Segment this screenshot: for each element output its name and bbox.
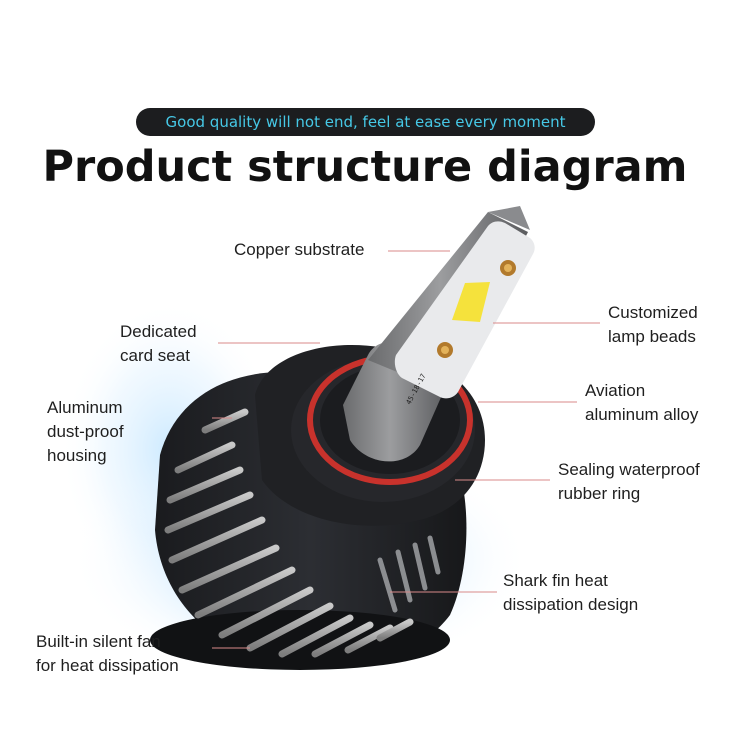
label-silent-fan: Built-in silent fan for heat dissipation — [36, 632, 179, 675]
label-fin-design: Shark fin heat dissipation design — [503, 571, 639, 614]
label-rubber-ring: Sealing waterproof rubber ring — [558, 460, 700, 503]
label-lamp-beads: Customized lamp beads — [608, 303, 698, 346]
label-dust-housing: Aluminum dust-proof housing — [47, 398, 124, 465]
label-card-seat: Dedicated card seat — [120, 322, 197, 365]
aluminum-stem: 45-18-17 — [343, 206, 535, 462]
page-title: Product structure diagram — [42, 142, 688, 192]
label-copper-substrate: Copper substrate — [234, 240, 365, 259]
tagline-banner: Good quality will not end, feel at ease … — [136, 108, 595, 136]
leader-lines — [212, 250, 600, 649]
label-aluminum-alloy: Aviation aluminum alloy — [585, 381, 699, 424]
lamp-bead-chip — [452, 282, 490, 322]
